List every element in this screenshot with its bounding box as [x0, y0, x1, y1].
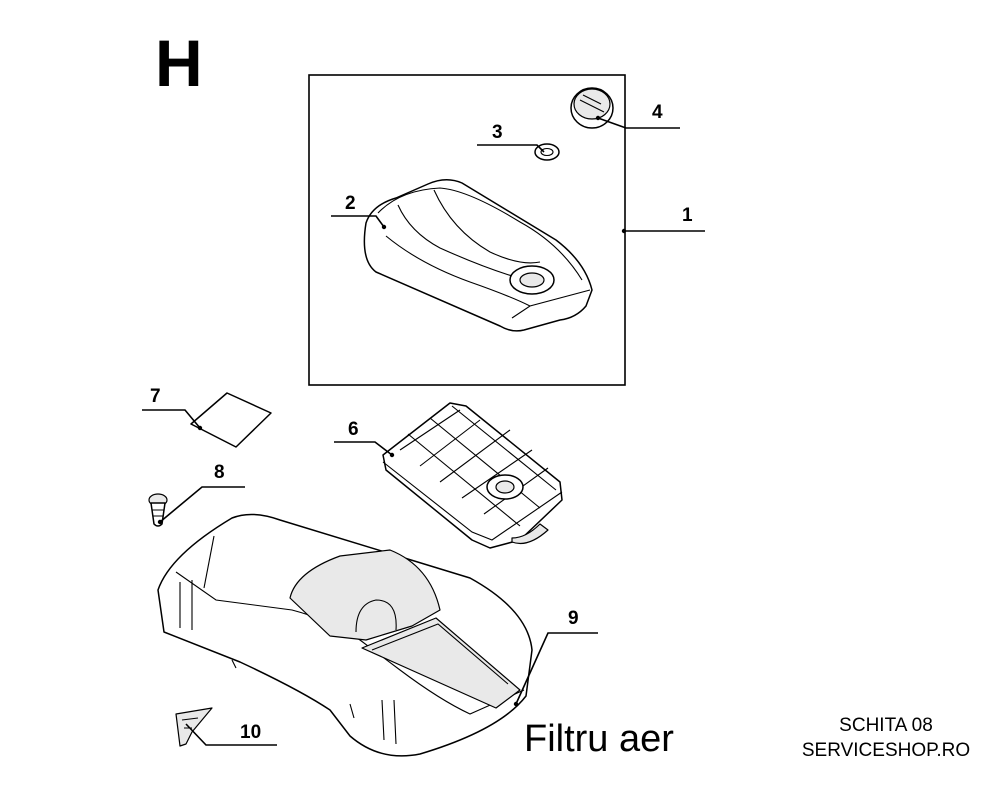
part-filter-housing	[157, 513, 533, 757]
sheet-source: SERVICESHOP.RO	[801, 740, 971, 761]
part-air-filter	[382, 402, 563, 549]
part-filter-cover	[363, 179, 593, 332]
callout-7: 7	[150, 386, 161, 407]
callout-10: 10	[240, 722, 261, 743]
part-knob	[570, 87, 614, 129]
sheet-info: SCHITA 08 SERVICESHOP.RO	[786, 713, 986, 763]
section-letter: H	[155, 26, 203, 100]
leader-lines	[142, 115, 705, 746]
callout-9: 9	[568, 608, 579, 629]
callout-1: 1	[682, 205, 693, 226]
diagram-caption: Filtru aer	[524, 718, 674, 760]
sheet-number: SCHITA 08	[839, 715, 933, 736]
part-clip	[175, 707, 213, 747]
callout-3: 3	[492, 122, 503, 143]
part-gasket	[190, 392, 272, 448]
callout-6: 6	[348, 419, 359, 440]
callout-8: 8	[214, 462, 225, 483]
callout-2: 2	[345, 193, 356, 214]
callout-4: 4	[652, 102, 663, 123]
